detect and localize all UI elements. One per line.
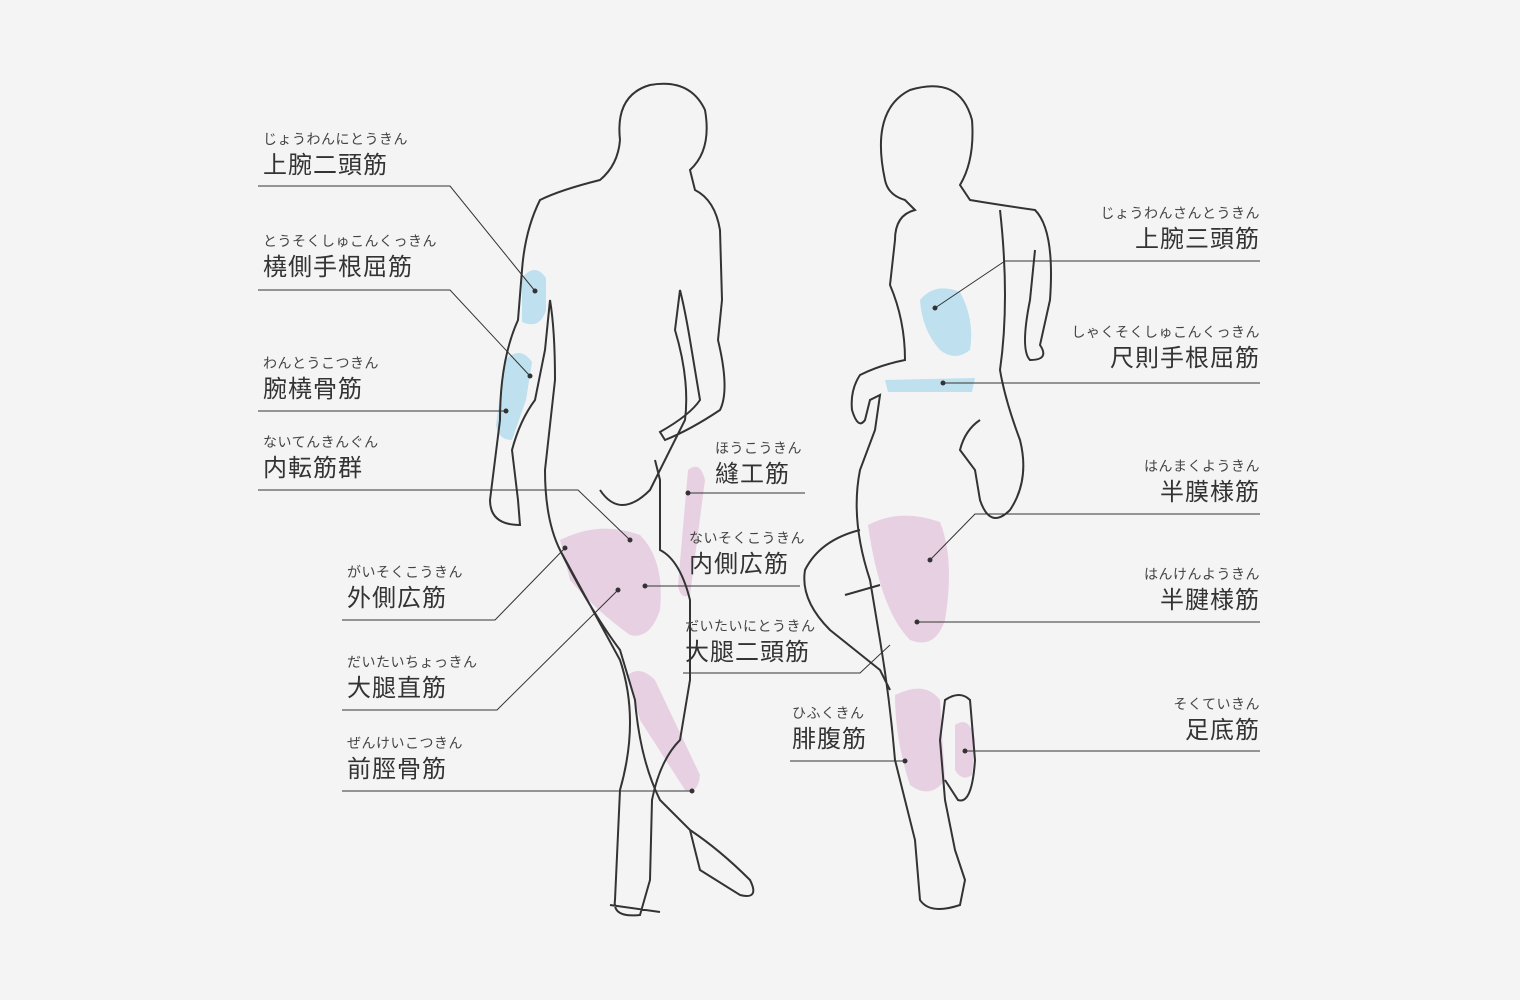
muscle-name: 縫工筋 — [715, 460, 790, 488]
label-biceps-brachii: じょうわんにとうきん上腕二頭筋 — [263, 133, 408, 177]
front-figure-outline — [488, 82, 755, 917]
furigana: はんまくようきん — [1144, 459, 1260, 475]
muscle-name: 内転筋群 — [263, 454, 363, 482]
calf-highlight — [895, 688, 945, 792]
furigana: そくていきん — [1173, 697, 1260, 713]
muscle-name: 足底筋 — [1185, 716, 1260, 744]
muscle-name: 半膜様筋 — [1160, 478, 1260, 506]
muscle-name: 尺則手根屈筋 — [1110, 344, 1260, 372]
label-brachioradialis: わんとうこつきん腕橈骨筋 — [263, 357, 379, 401]
label-flexor-carpi-ulnaris: しゃくそくしゅこんくっきん尺則手根屈筋 — [1072, 326, 1261, 370]
furigana: とうそくしゅこんくっきん — [263, 234, 437, 250]
muscle-highlights — [496, 270, 975, 792]
label-sartorius: ほうこうきん縫工筋 — [715, 442, 802, 486]
muscle-name: 腓腹筋 — [792, 725, 867, 753]
sartorius-highlight — [678, 466, 705, 597]
label-vastus-medialis: ないそくこうきん内側広筋 — [689, 532, 805, 576]
label-plantaris: そくていきん足底筋 — [1173, 698, 1260, 742]
label-gastrocnemius: ひふくきん腓腹筋 — [792, 707, 867, 751]
furigana: わんとうこつきん — [263, 356, 379, 372]
leader-lines — [258, 185, 1260, 792]
shin-highlight — [628, 671, 700, 791]
furigana: はんけんようきん — [1144, 567, 1260, 583]
furigana: ほうこうきん — [715, 441, 802, 457]
body-outlines — [488, 82, 1052, 917]
triceps-highlight — [920, 288, 972, 356]
label-biceps-femoris: だいたいにとうきん大腿二頭筋 — [685, 620, 816, 664]
furigana: がいそくこうきん — [347, 565, 463, 581]
label-triceps-brachii: じょうわんさんとうきん上腕三頭筋 — [1101, 207, 1261, 251]
label-rectus-femoris: だいたいちょっきん大腿直筋 — [347, 656, 478, 700]
label-tibialis-anterior: ぜんけいこつきん前脛骨筋 — [347, 737, 463, 781]
muscle-name: 上腕二頭筋 — [263, 151, 388, 179]
furigana: ないそくこうきん — [689, 531, 805, 547]
forearm-highlight — [496, 352, 532, 440]
thigh-front-highlight — [560, 528, 661, 636]
muscle-name: 内側広筋 — [689, 550, 789, 578]
furigana: じょうわんにとうきん — [263, 132, 408, 148]
muscle-name: 大腿二頭筋 — [685, 638, 810, 666]
label-semimembranosus: はんまくようきん半膜様筋 — [1144, 460, 1260, 504]
biceps-highlight — [522, 270, 546, 325]
furigana: ぜんけいこつきん — [347, 736, 463, 752]
label-flexor-carpi-radialis: とうそくしゅこんくっきん橈側手根屈筋 — [263, 235, 437, 279]
muscle-name: 半腱様筋 — [1160, 586, 1260, 614]
label-semitendinosus: はんけんようきん半腱様筋 — [1144, 568, 1260, 612]
label-vastus-lateralis: がいそくこうきん外側広筋 — [347, 566, 463, 610]
muscle-name: 前脛骨筋 — [347, 755, 447, 783]
muscle-name: 上腕三頭筋 — [1135, 225, 1260, 253]
marker-dots — [503, 288, 968, 794]
label-adductors: ないてんきんぐん内転筋群 — [263, 436, 379, 480]
furigana: ないてんきんぐん — [263, 435, 379, 451]
furigana: しゃくそくしゅこんくっきん — [1071, 325, 1260, 341]
back-figure-outline — [803, 85, 1052, 910]
muscle-name: 大腿直筋 — [347, 674, 447, 702]
muscle-name: 橈側手根屈筋 — [263, 253, 413, 281]
furigana: ひふくきん — [792, 706, 865, 722]
hamstring-highlight — [868, 515, 949, 643]
furigana: だいたいにとうきん — [685, 619, 816, 635]
muscle-name: 腕橈骨筋 — [263, 375, 363, 403]
furigana: だいたいちょっきん — [347, 655, 478, 671]
furigana: じょうわんさんとうきん — [1100, 206, 1260, 222]
muscle-name: 外側広筋 — [347, 584, 447, 612]
ulnar-flexor-highlight — [885, 378, 975, 392]
